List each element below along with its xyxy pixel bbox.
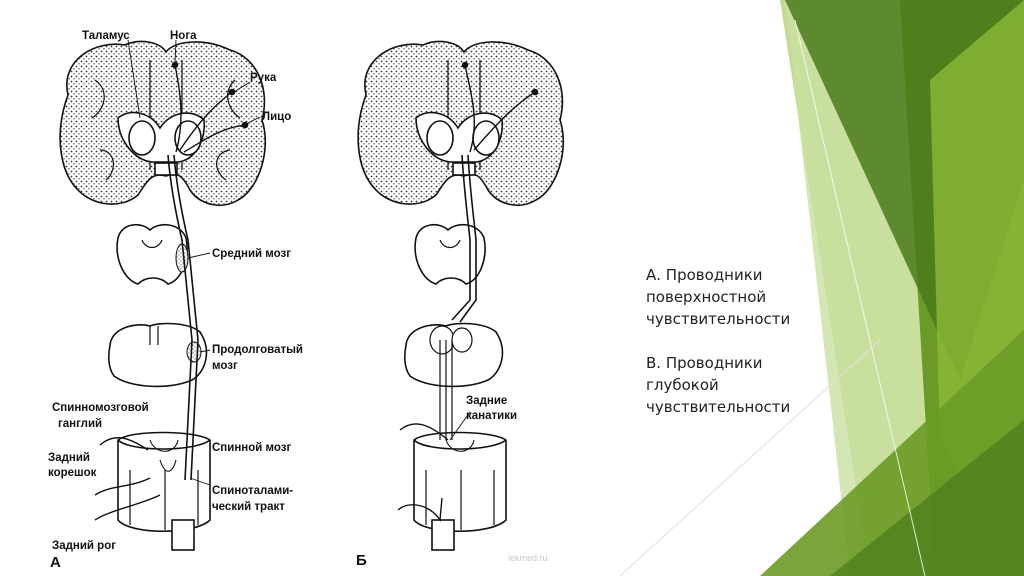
label-midbrain: Средний мозг xyxy=(212,248,292,260)
label-columns-line1: Задние xyxy=(466,395,508,407)
label-root-line1: Задний xyxy=(48,452,90,464)
panel-b-diagram xyxy=(357,40,565,551)
label-medulla-line1: Продолговатый xyxy=(212,344,304,356)
medulla-a xyxy=(108,322,208,388)
tract-a xyxy=(167,154,193,481)
caption-b-line2: глубокой xyxy=(646,376,719,394)
caption-block: А. Проводники поверхностной чувствительн… xyxy=(646,264,836,418)
spinal-cord-b xyxy=(413,431,507,532)
label-face: Лицо xyxy=(262,111,292,123)
label-spinal-cord: Спинной мозг xyxy=(212,442,292,454)
caption-a-line2: поверхностной xyxy=(646,288,767,306)
panel-b-letter: Б xyxy=(356,552,367,569)
label-columns-line2: канатики xyxy=(466,410,518,422)
label-medulla-line2: мозг xyxy=(212,360,238,372)
label-ganglion-line2: ганглий xyxy=(58,418,103,430)
label-leg: Нога xyxy=(170,30,197,42)
caption-b-line3: чувствительности xyxy=(646,398,791,416)
caption-b-line1: В. Проводники xyxy=(646,354,763,372)
spinal-cord-a xyxy=(117,431,211,532)
caption-a-line3: чувствительности xyxy=(646,310,791,328)
label-thalamus: Таламус xyxy=(82,30,130,42)
label-ganglion-line1: Спинномозговой xyxy=(52,402,149,414)
label-arm: Рука xyxy=(250,72,277,84)
label-tract-line1: Спиноталами- xyxy=(212,485,294,497)
panel-a-letter: А xyxy=(50,554,61,571)
caption-a-line1: А. Проводники xyxy=(646,266,763,284)
label-posterior-horn: Задний рог xyxy=(52,540,117,552)
watermark: lekmed.ru xyxy=(508,553,548,563)
midbrain-b xyxy=(414,223,486,285)
label-root-line2: корешок xyxy=(48,467,97,479)
label-tract-line2: ческий тракт xyxy=(212,501,285,513)
decorative-green-shapes xyxy=(619,0,1024,576)
panel-a-diagram xyxy=(59,39,267,551)
